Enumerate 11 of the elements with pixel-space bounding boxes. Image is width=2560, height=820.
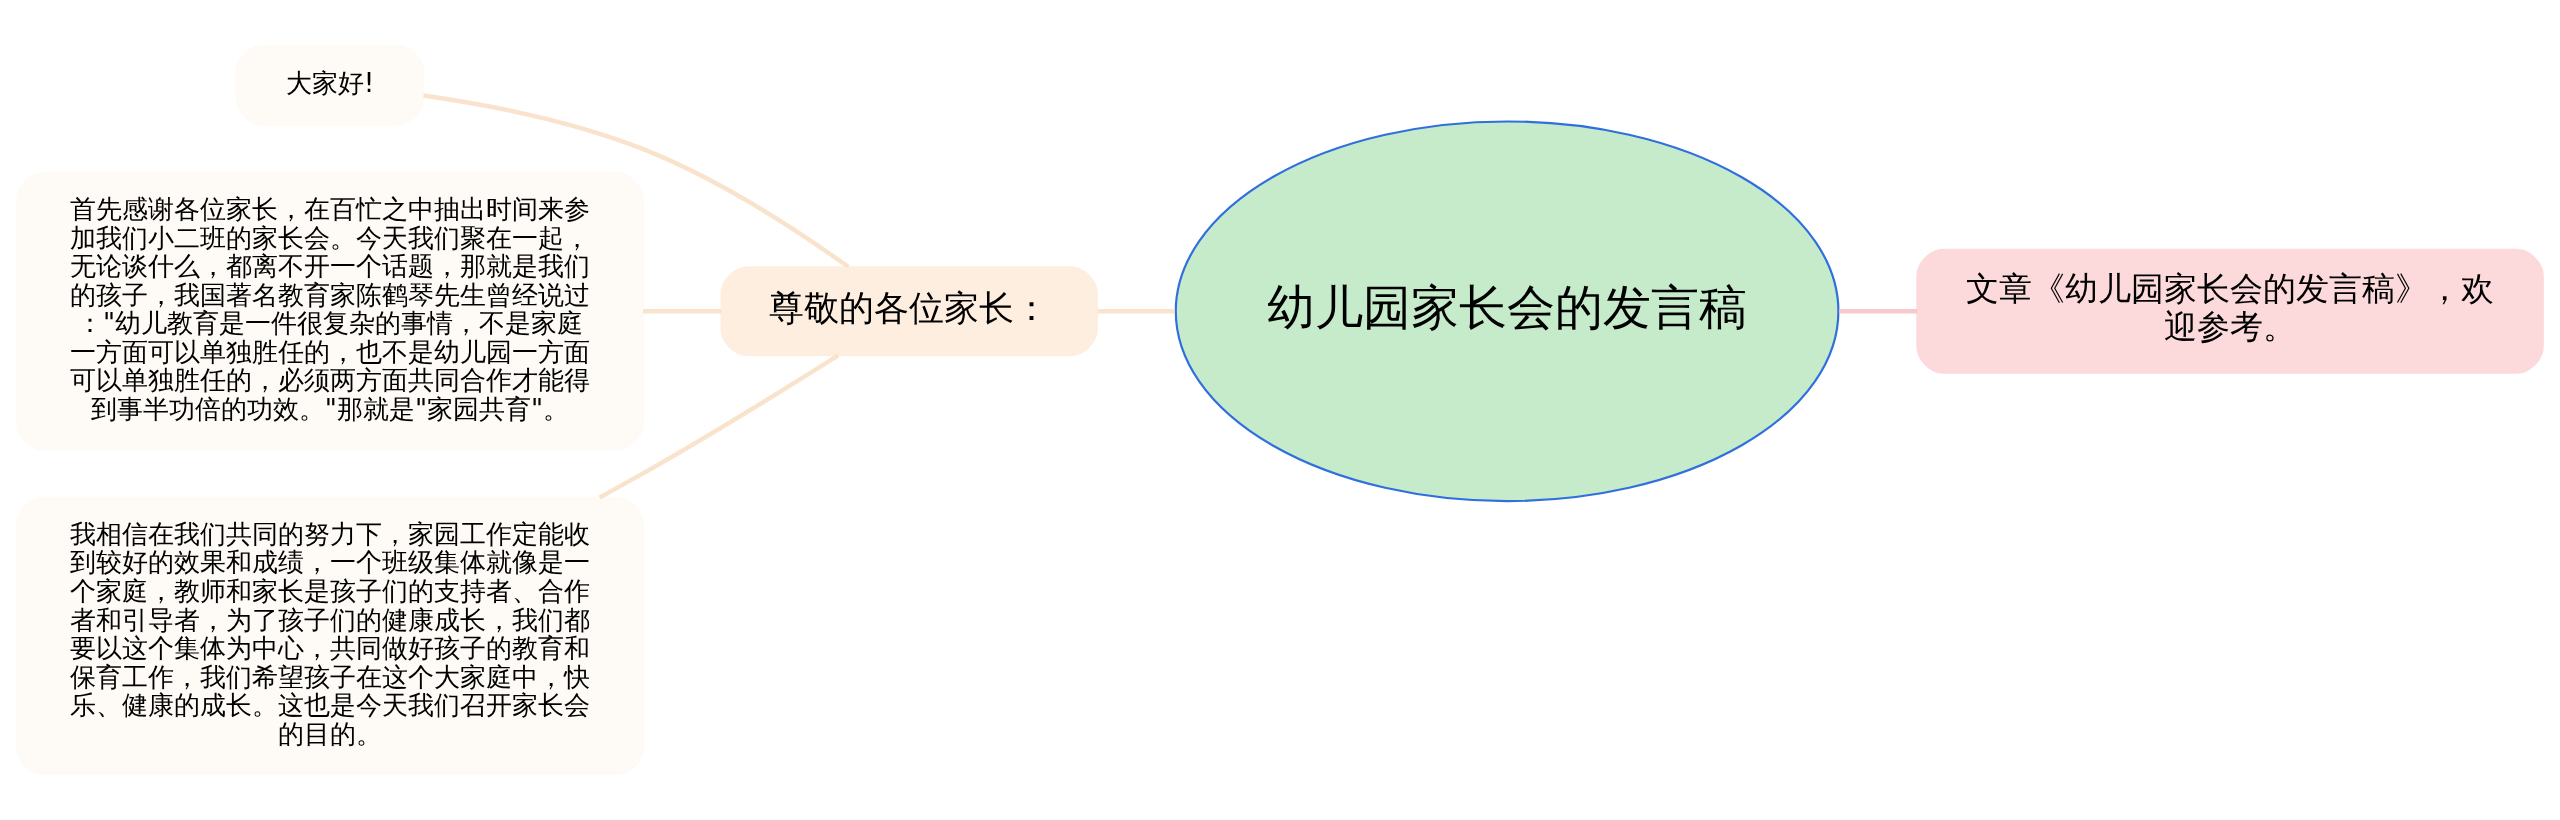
connector bbox=[423, 93, 850, 269]
connector bbox=[1097, 309, 1175, 314]
node-box: 大家好! bbox=[235, 44, 425, 126]
connector bbox=[598, 353, 840, 500]
node-ellipse: 幼儿园家长会的发言稿 bbox=[1174, 120, 1840, 503]
node-box: 我相信在我们共同的努力下，家园工作定能收到较好的效果和成绩，一个班级集体就像是一个家庭，教师和家长是孩子们的支持者、合作者和引导者，为了孩子们的健康成长，我们都要以这个集体为中心，共同做好孩子的教育和保育工作，我们希望孩子在这个大家庭中，快乐、健康的成长。这也是今天我们召开家长会的目的。 bbox=[16, 496, 644, 776]
connector bbox=[643, 309, 722, 314]
node-box: 文章《幼儿园家长会的发言稿》，欢迎参考。 bbox=[1916, 248, 2544, 374]
connector bbox=[1839, 309, 1918, 314]
node-box: 首先感谢各位家长，在百忙之中抽出时间来参加我们小二班的家长会。今天我们聚在一起，无论谈什么，都离不开一个话题，那就是我们的孩子，我国著名教育家陈鹤琴先生曾经说过："幼儿教育是一件很复杂的事情，不是家庭一方面可以单独胜任的，也不是幼儿园一方面可以单独胜任的，必须两方面共同合作才能得到事半功倍的功效。"那就是"家园共育"。 bbox=[16, 171, 644, 451]
node-box: 尊敬的各位家长： bbox=[720, 266, 1098, 357]
